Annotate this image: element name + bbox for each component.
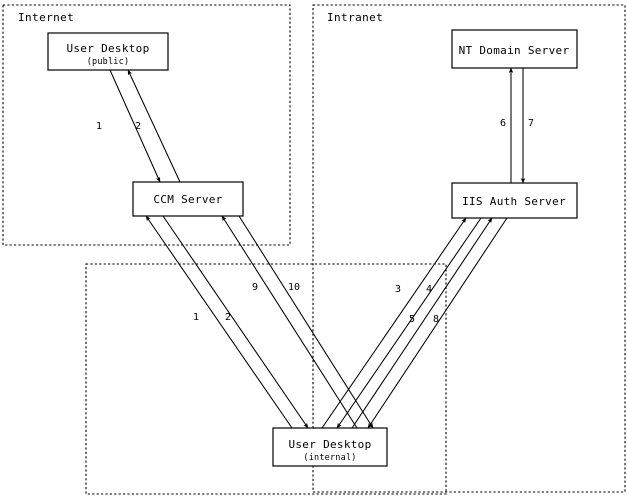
node-user-desktop-internal-box[interactable] <box>272 427 388 467</box>
flow-pair-internal-iis-b: 5 8 <box>351 217 508 429</box>
node-user-desktop-public-sublabel: (public) <box>87 57 130 67</box>
flow-pair-internal-ccm-second: 9 10 <box>221 215 374 429</box>
zone-intranet: Intranet <box>312 4 626 493</box>
zone-internet-boundary <box>2 4 291 246</box>
flow-line-step-2-internal <box>162 215 309 429</box>
node-user-desktop-public-box[interactable] <box>47 32 169 71</box>
node-iis-auth-server-label: IIS Auth Server <box>462 195 566 208</box>
flow-line-step-1-public <box>109 69 161 183</box>
zone-internet: Internet <box>2 4 291 246</box>
node-iis-auth-server-box[interactable] <box>451 182 578 219</box>
flow-pair-iis-ntdomain: 6 7 <box>500 67 534 184</box>
flow-label-step-5: 5 <box>409 314 415 325</box>
node-iis-auth-server[interactable]: IIS Auth Server <box>451 182 578 219</box>
flow-label-step-8: 8 <box>433 314 439 325</box>
node-user-desktop-internal[interactable]: User Desktop (internal) <box>272 427 388 467</box>
flow-label-step-1-public: 1 <box>96 121 102 132</box>
node-user-desktop-internal-sublabel: (internal) <box>303 453 356 463</box>
flow-label-step-9: 9 <box>252 282 258 293</box>
flow-label-step-7: 7 <box>528 118 534 129</box>
node-nt-domain-server-box[interactable] <box>451 29 578 69</box>
node-ccm-server-label: CCM Server <box>153 193 222 206</box>
flow-label-step-2-internal: 2 <box>225 312 231 323</box>
flow-line-step-2-public <box>127 69 181 183</box>
flow-line-step-5 <box>351 217 493 429</box>
flow-label-step-1-internal: 1 <box>193 312 199 323</box>
flow-line-step-10 <box>238 215 374 429</box>
node-ccm-server-box[interactable] <box>132 181 244 217</box>
node-user-desktop-internal-label: User Desktop <box>288 438 371 451</box>
flow-label-step-4: 4 <box>426 284 432 295</box>
flow-line-step-4 <box>336 217 482 429</box>
flow-label-step-10: 10 <box>288 282 300 293</box>
node-user-desktop-public-label: User Desktop <box>66 42 149 55</box>
flow-line-step-9 <box>221 215 358 429</box>
node-nt-domain-server[interactable]: NT Domain Server <box>451 29 578 69</box>
flow-label-step-3: 3 <box>395 284 401 295</box>
flow-pair-internal-ccm: 1 2 <box>145 215 309 429</box>
flow-line-step-8 <box>367 217 508 429</box>
node-nt-domain-server-label: NT Domain Server <box>459 44 570 57</box>
flow-label-step-2-public: 2 <box>135 121 141 132</box>
flow-label-step-6: 6 <box>500 118 506 129</box>
flow-line-step-1-internal <box>145 215 293 429</box>
zone-internet-label: Internet <box>18 11 74 24</box>
flow-pair-public-ccm: 1 2 <box>96 69 181 183</box>
node-user-desktop-public[interactable]: User Desktop (public) <box>47 32 169 71</box>
zone-intranet-label: Intranet <box>327 11 383 24</box>
node-ccm-server[interactable]: CCM Server <box>132 181 244 217</box>
zone-intranet-boundary <box>312 4 626 493</box>
flow-pair-internal-iis-a: 3 4 <box>321 217 482 429</box>
flow-line-step-3 <box>321 217 467 429</box>
zone-internal-network <box>85 263 447 495</box>
zone-internal-boundary <box>85 263 447 495</box>
